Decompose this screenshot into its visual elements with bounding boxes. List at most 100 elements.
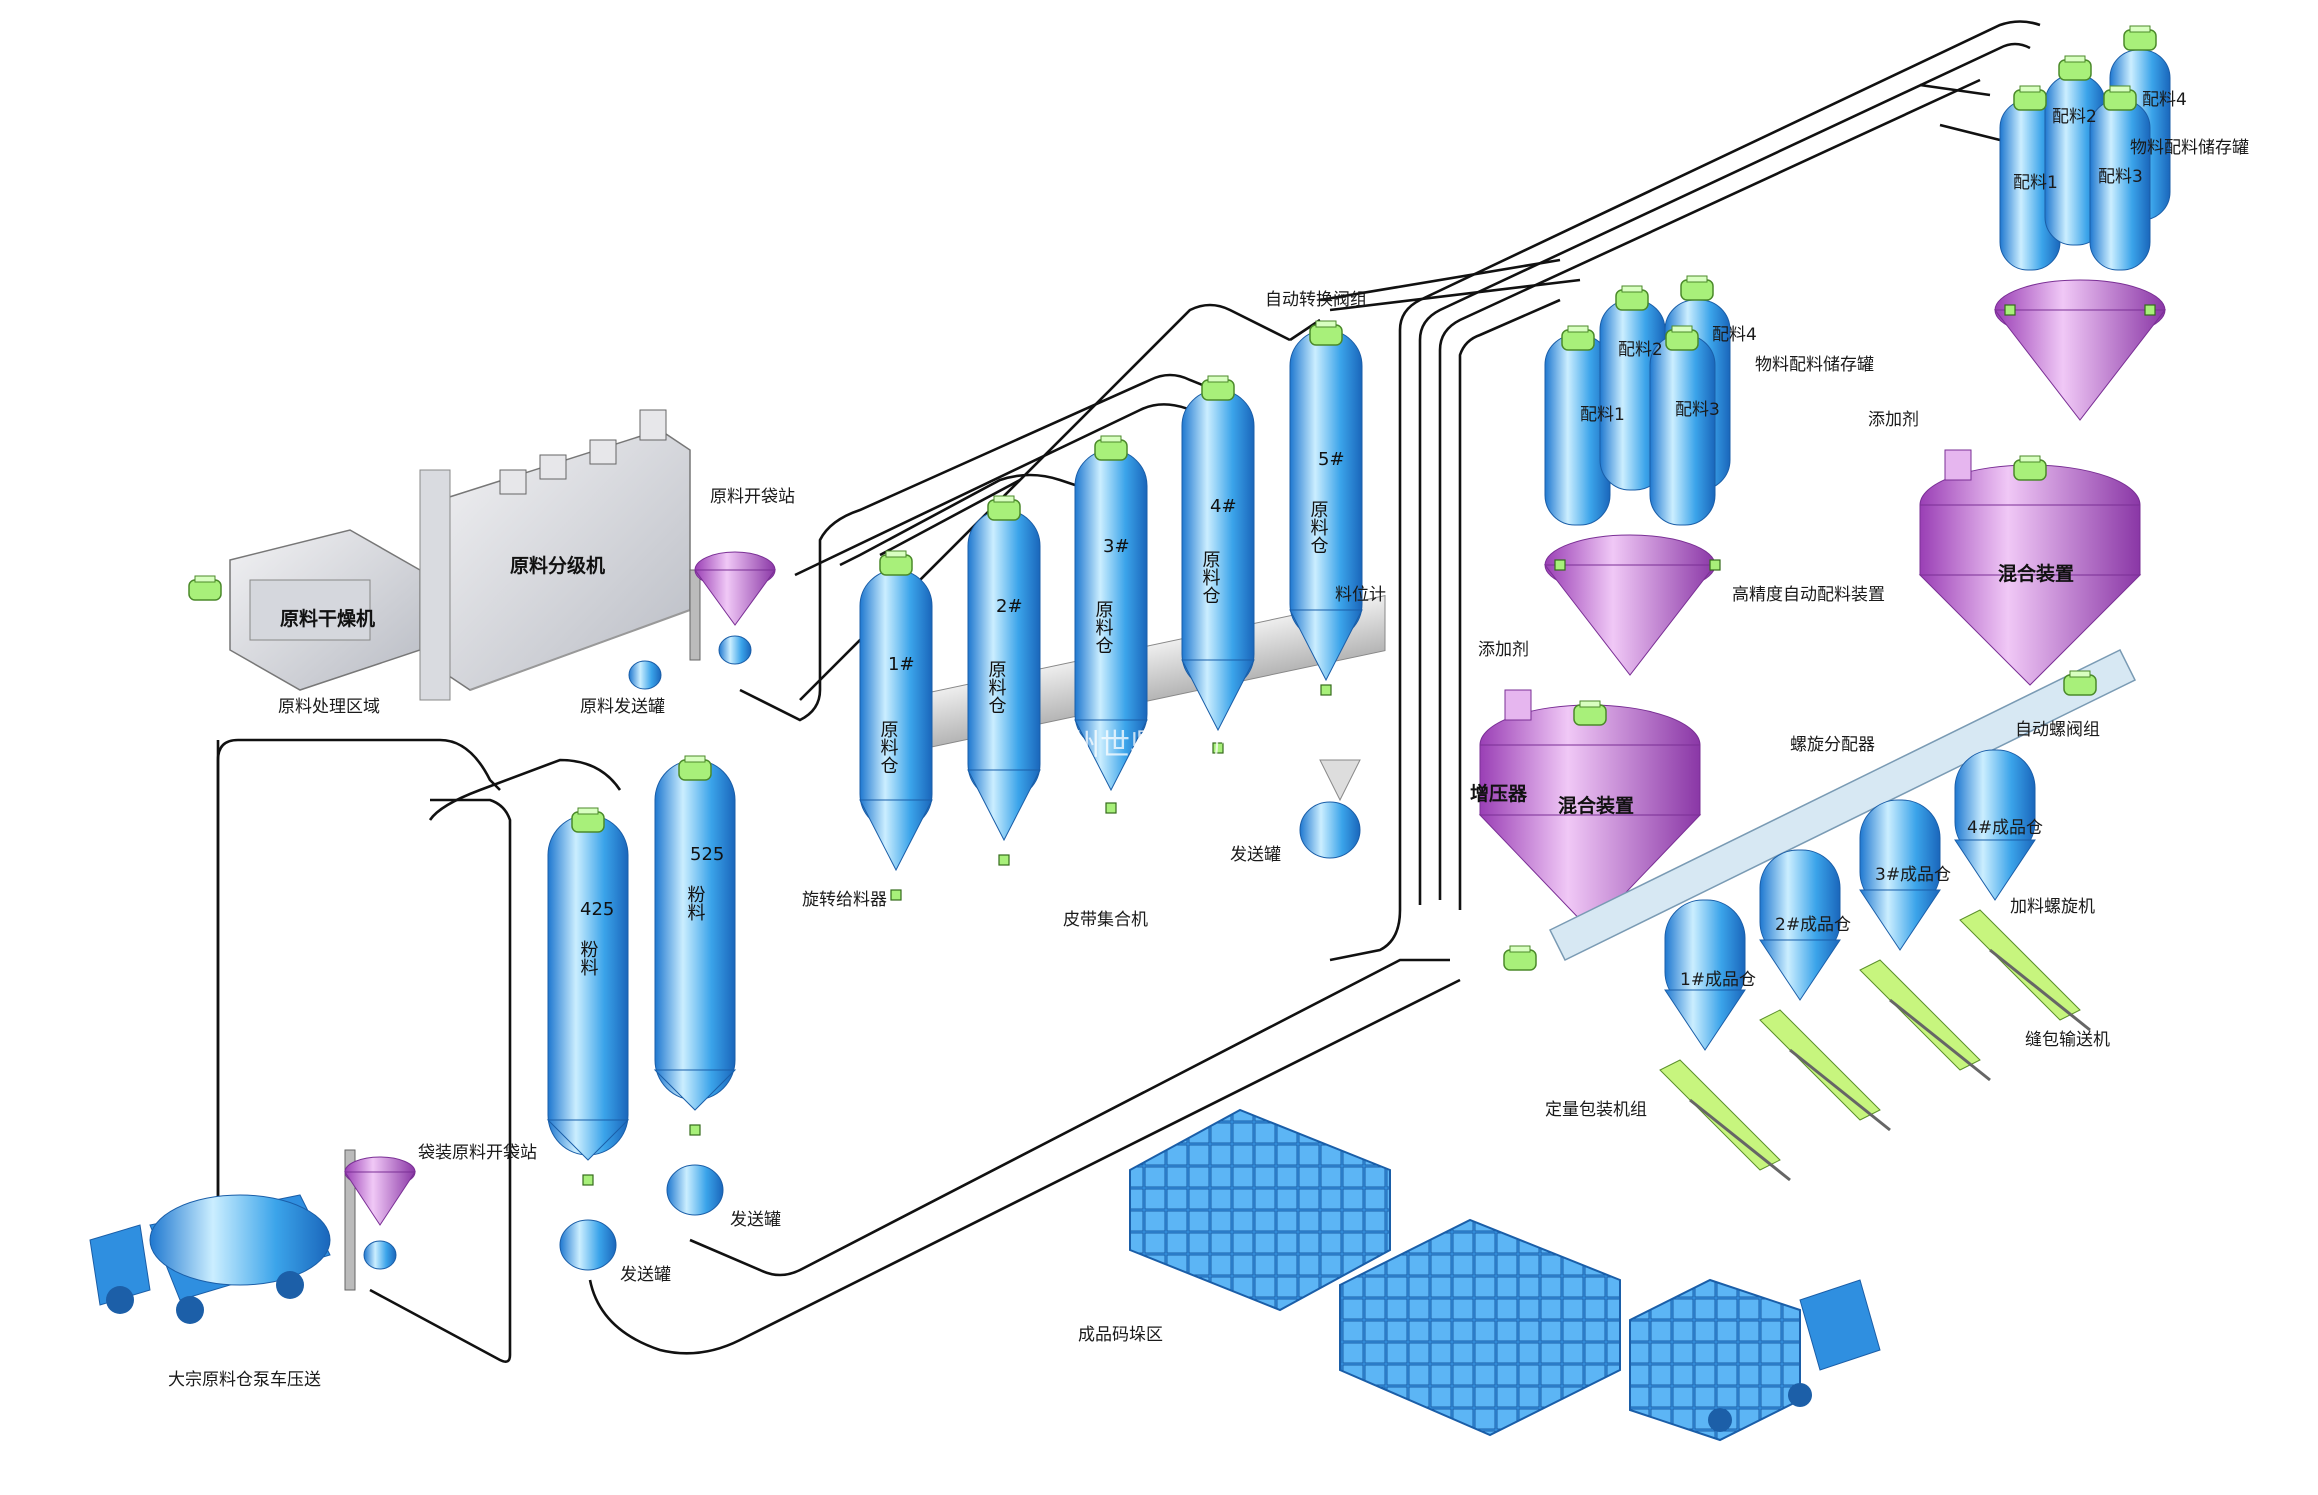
raw-silo-1-number: 1# [888, 654, 915, 675]
raw-silo-2-text: 原料仓 [986, 660, 1007, 714]
powder-525-number: 525 [690, 844, 724, 865]
raw-unpack-station: 原料开袋站 [689, 487, 795, 665]
raw-silo-4: 4# 原料仓 [1181, 375, 1255, 754]
product-silo-2: 2#成品仓 [1759, 849, 1851, 1001]
bag-unpack-station: 袋装原料开袋站 [344, 1143, 537, 1291]
additive-1-label: 添加剂 [1478, 640, 1529, 660]
bulk-truck: 大宗原料仓泵车压送 [89, 1194, 331, 1390]
auto-screw-valve-label: 自动螺阀组 [2015, 720, 2100, 740]
raw-silo-1-text: 原料仓 [878, 720, 899, 774]
silo-5-feeder-icon [1320, 684, 1332, 696]
powder-525-text: 粉料 [685, 885, 706, 921]
material-storage-1-label: 物料配料储存罐 [1755, 355, 1874, 375]
batch-a3-motor-icon [1665, 325, 1699, 351]
dryer-motor-icon [188, 575, 222, 601]
silo-4-motor-icon [1201, 375, 1235, 401]
raw-silo-2: 2# 原料仓 [967, 495, 1041, 866]
raw-send-tank-label: 原料发送罐 [580, 697, 665, 717]
raw-classifier: 原料分级机 [419, 409, 691, 701]
batch-b2-label: 配料2 [2052, 107, 2097, 127]
raw-send-tank-right: 发送罐 [1230, 759, 1361, 865]
silo-1-feeder-icon [890, 889, 902, 901]
bulk-truck-label: 大宗原料仓泵车压送 [168, 1370, 321, 1390]
product-silo-4: 4#成品仓 [1954, 749, 2043, 901]
raw-silo-5-text: 原料仓 [1308, 500, 1329, 554]
raw-silo-2-number: 2# [996, 596, 1023, 617]
powder-425-number: 425 [580, 899, 614, 920]
raw-silo-3: 3# 原料仓 [1074, 435, 1148, 814]
powder-425-motor-icon [571, 807, 605, 833]
powder-send-tank-1: 发送罐 [559, 1219, 671, 1285]
top-batching-hopper [1993, 279, 2167, 421]
silo-5-motor-icon [1309, 320, 1343, 346]
raw-silo-4-text: 原料仓 [1200, 550, 1221, 604]
batch-a4-motor-icon [1680, 275, 1714, 301]
hp-batching-hopper: 高精度自动配料装置 [1543, 534, 1885, 676]
bag-conveyor-label: 缝包输送机 [2025, 1030, 2110, 1050]
bag-unpack-station-label: 袋装原料开袋站 [418, 1143, 537, 1163]
add-screw-label: 加料螺旋机 [2010, 897, 2095, 917]
silo-3-motor-icon [1094, 435, 1128, 461]
raw-silo-4-number: 4# [1210, 496, 1237, 517]
raw-unpack-station-label: 原料开袋站 [710, 487, 795, 507]
batch-a1-label: 配料1 [1580, 405, 1625, 425]
auto-valve-group-label: 自动转换阀组 [1265, 290, 1367, 310]
additive-2-label: 添加剂 [1868, 410, 1919, 430]
send-tank-right-label: 发送罐 [1230, 845, 1281, 865]
product-silo-3-label: 3#成品仓 [1875, 865, 1951, 885]
conveying-pipes [216, 20, 2041, 1363]
mix-1-motor-icon [1573, 700, 1607, 726]
product-silo-1: 1#成品仓 [1664, 899, 1756, 1051]
powder-send-tank-1-label: 发送罐 [620, 1265, 671, 1285]
hp-batching-label: 高精度自动配料装置 [1732, 585, 1885, 605]
powder-send-tank-2: 发送罐 [666, 1164, 781, 1230]
batch-a4-label: 配料4 [1712, 325, 1757, 345]
batch-b1-motor-icon [2013, 85, 2047, 111]
raw-silo-3-number: 3# [1103, 536, 1130, 557]
batch-a2-label: 配料2 [1618, 340, 1663, 360]
hp-valve-1-icon [1554, 559, 1566, 571]
screw-distributor: 螺旋分配器 [1503, 648, 2137, 971]
batch-b2-motor-icon [2058, 55, 2092, 81]
powder-silo-525: 525 粉料 [653, 755, 737, 1136]
batch-b3-motor-icon [2103, 85, 2137, 111]
silo-2-feeder-icon [998, 854, 1010, 866]
raw-silo-5: 5# 原料仓 [1289, 320, 1363, 696]
silo-2-motor-icon [987, 495, 1021, 521]
mix-device-1-label: 混合装置 [1558, 794, 1634, 817]
batch-a2-motor-icon [1615, 285, 1649, 311]
batch-b3-label: 配料3 [2098, 167, 2143, 187]
raw-dryer: 原料干燥机 [188, 529, 421, 691]
batch-b4-motor-icon [2123, 25, 2157, 51]
booster-label: 增压器 [1470, 782, 1528, 805]
screw-motor-2-icon [2063, 670, 2097, 696]
mix-device-2: 混合装置 [1918, 449, 2142, 686]
product-silo-3: 3#成品仓 [1859, 799, 1951, 951]
batch-tanks-b: 配料1 配料2 配料3 配料4 物料配料储存罐 [1999, 25, 2249, 271]
silo-1-motor-icon [879, 550, 913, 576]
silo-3-feeder-icon [1105, 802, 1117, 814]
raw-silo-1: 1# 原料仓 [859, 550, 933, 901]
batch-b1-label: 配料1 [2013, 173, 2058, 193]
screw-motor-1-icon [1503, 945, 1537, 971]
product-silo-2-label: 2#成品仓 [1775, 915, 1851, 935]
batch-a1-motor-icon [1561, 325, 1595, 351]
product-stack-area: 成品码垛区 [1078, 1108, 1881, 1442]
powder-silo-425: 425 粉料 [546, 807, 630, 1186]
raw-silo-5-number: 5# [1318, 449, 1345, 470]
batch-b4-label: 配料4 [2142, 90, 2187, 110]
product-silo-4-label: 4#成品仓 [1967, 818, 2043, 838]
batch-tanks-a: 配料1 配料2 配料3 配料4 物料配料储存罐 [1544, 275, 1874, 526]
raw-silo-3-text: 原料仓 [1093, 600, 1114, 654]
raw-send-tank: 原料发送罐 [580, 660, 665, 717]
material-storage-2-label: 物料配料储存罐 [2130, 138, 2249, 158]
watermark-text: 郑州世鼎自动化 [1040, 728, 1250, 763]
mix-device-1: 混合装置 增压器 [1470, 689, 1702, 931]
powder-send-tank-2-label: 发送罐 [730, 1210, 781, 1230]
raw-dryer-label: 原料干燥机 [280, 607, 375, 630]
batch-a3-label: 配料3 [1675, 400, 1720, 420]
powder-525-valve-icon [689, 1124, 701, 1136]
raw-area-label: 原料处理区域 [278, 697, 380, 717]
top-valve-2-icon [2144, 304, 2156, 316]
